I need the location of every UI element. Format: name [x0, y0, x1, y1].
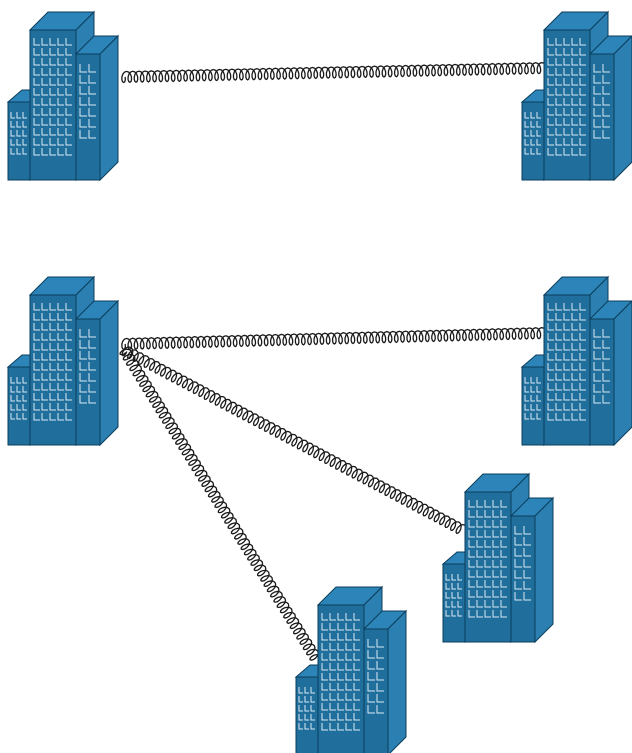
building-top-left: [6, 10, 120, 182]
wireless-link-bottom-right: [121, 326, 548, 351]
building-top-right: [520, 10, 632, 182]
wireless-link-bottom-middle: [121, 346, 468, 534]
building-bottom-middle: [441, 472, 555, 644]
building-bottom-right: [520, 275, 632, 447]
building-bottom-left: [6, 275, 120, 447]
wireless-link-bottom-lower: [119, 348, 323, 664]
building-bottom-lower: [294, 585, 408, 753]
wireless-link-top: [121, 61, 548, 84]
buildings: [6, 10, 632, 753]
wireless-links: [119, 61, 548, 664]
